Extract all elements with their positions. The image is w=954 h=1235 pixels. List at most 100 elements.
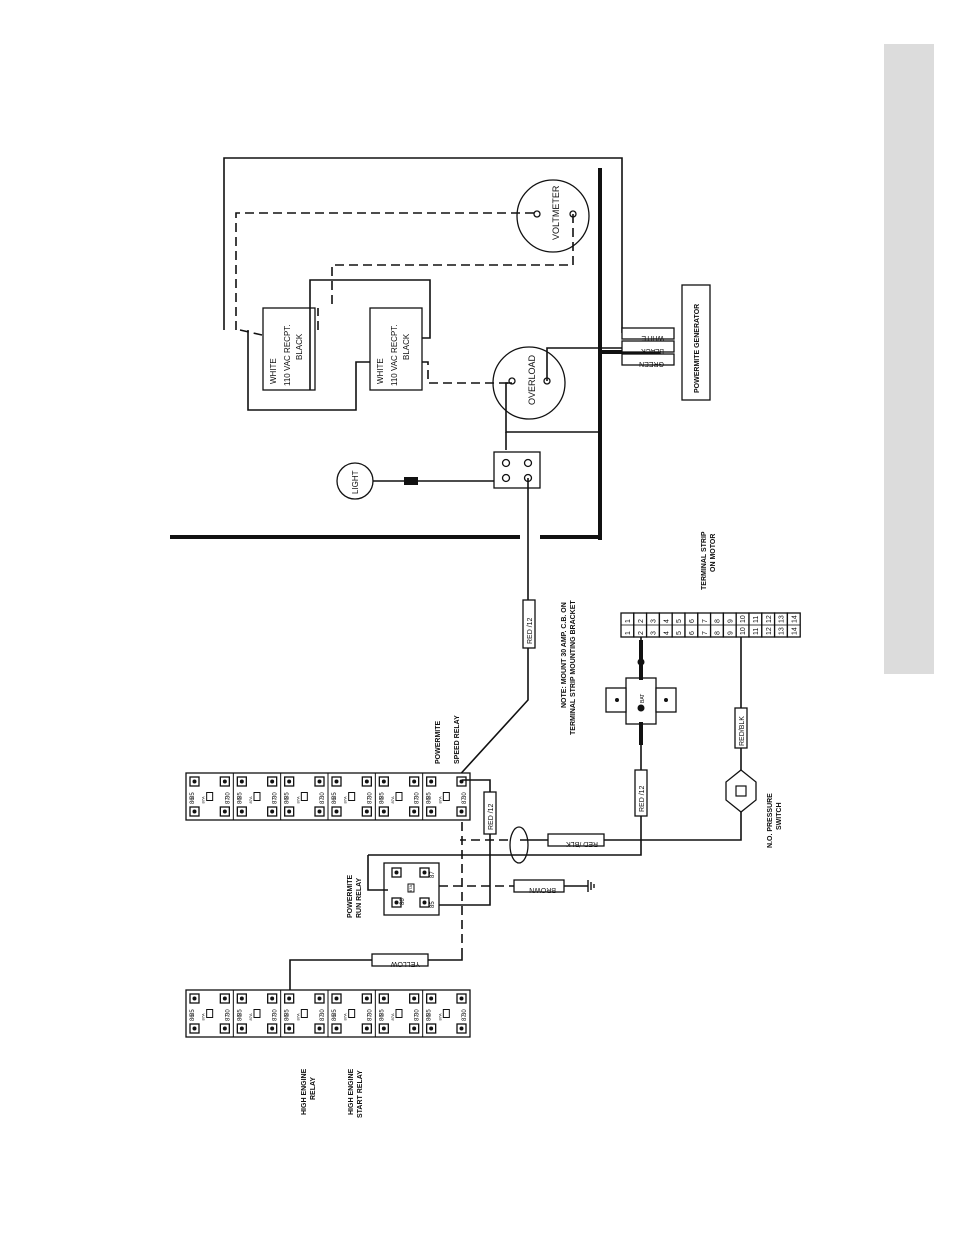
- run-relay-pin-dot: [422, 870, 427, 875]
- relay-pin-dot: [270, 779, 275, 784]
- voltmeter: [516, 179, 590, 253]
- terminal-number-bottom: 3: [651, 631, 658, 635]
- generator-wire-tag-green: [621, 353, 675, 366]
- relay-pin-label-87: 87: [273, 1014, 279, 1021]
- relay-pin-label-87: 87: [462, 797, 468, 804]
- note-line1: NOTE: MOUNT 30 AMP. C.B. ON: [561, 602, 568, 708]
- relay-pin-dot: [270, 996, 275, 1001]
- terminal-number-bottom: 2: [638, 631, 645, 635]
- overload-label: OVERLOAD: [527, 354, 537, 405]
- terminal-number-top: 4: [663, 619, 670, 623]
- relay-pin-label-30: 30: [225, 1009, 231, 1016]
- relay-pin-dot: [270, 1026, 275, 1031]
- dc-section: RED /12 NOTE: MOUNT 30 AMP. C.B. ON TERM…: [185, 478, 801, 1118]
- relay-pin-dot: [412, 779, 417, 784]
- junction-terminal-1: [501, 458, 511, 468]
- relay-pin-dot: [364, 809, 369, 814]
- relay-pin-dot: [222, 809, 227, 814]
- terminal-number-bottom: 7: [702, 631, 709, 635]
- wire-tag-red12-top: [522, 599, 536, 649]
- relay-pin-dot: [287, 996, 292, 1001]
- relay-pin-dot: [270, 809, 275, 814]
- relay-pin-dot: [317, 809, 322, 814]
- high-engine-relay-label-line1: HIGH ENGINE: [301, 1068, 308, 1115]
- relay-pin-dot: [364, 996, 369, 1001]
- terminal-number-top: 2: [638, 619, 645, 623]
- relay-pin-label-85: 85: [379, 1009, 385, 1016]
- relay-pin-label-86: 86: [427, 1014, 433, 1021]
- terminal-strip-label-line2: ON MOTOR: [710, 534, 717, 572]
- relay-pin-87a: [395, 1009, 403, 1018]
- speed-relay-label-line2: SPEED RELAY: [454, 715, 461, 764]
- wire-run-relay-feed: [367, 855, 388, 891]
- relay-pin-dot: [317, 996, 322, 1001]
- junction-terminal-2: [523, 458, 533, 468]
- relay-pin-label-86: 86: [285, 797, 291, 804]
- run-relay-label-line1: POWERMITE: [347, 875, 354, 918]
- terminal-number-top: 3: [651, 619, 658, 623]
- relay-pin-dot: [222, 1026, 227, 1031]
- run-relay-87a: [407, 883, 415, 893]
- relay-pin-dot: [381, 809, 386, 814]
- breaker-label: BAT: [640, 694, 646, 703]
- relay-pin-label-86: 86: [190, 797, 196, 804]
- relay-pin-dot: [317, 779, 322, 784]
- relay-pin-dot: [429, 809, 434, 814]
- wire-label-red12-relay: RED /12: [488, 803, 495, 830]
- relay-pin-87a: [442, 792, 450, 801]
- run-relay-pin-dot: [394, 900, 399, 905]
- wire-label-red-blk-switch: RED/BLK: [739, 716, 746, 746]
- relay-pin-dot: [239, 996, 244, 1001]
- junction-terminal-3: [501, 473, 511, 483]
- relay-pin-label-87a: 87A: [437, 1013, 442, 1020]
- relay-pin-dot: [412, 809, 417, 814]
- relay-pin-dot: [334, 779, 339, 784]
- terminal-number-top: 1: [625, 619, 632, 623]
- relay-pin-87a: [442, 1009, 450, 1018]
- run-relay-pin-dot: [394, 870, 399, 875]
- relay-pin-label-86: 86: [237, 797, 243, 804]
- wire-label-red12-top: RED /12: [527, 617, 534, 644]
- relay-pin-label-85: 85: [190, 792, 196, 799]
- relay-pin-87a: [395, 792, 403, 801]
- relay-pin-label-87: 87: [462, 1014, 468, 1021]
- relay-pin-label-86: 86: [190, 1014, 196, 1021]
- wire-receptacle-bottom: [247, 330, 370, 411]
- breaker-mount-right: [664, 698, 668, 702]
- relay-pin-dot: [239, 1026, 244, 1031]
- wire-tag-yellow: [371, 953, 429, 967]
- wire-tag-red12-breaker: [634, 769, 648, 817]
- terminal-number-bottom: 1: [625, 631, 632, 635]
- relay-pin-dot: [429, 1026, 434, 1031]
- wire-red12-relay: [428, 779, 491, 906]
- relay-pin-dot: [429, 996, 434, 1001]
- powermite-generator: [681, 284, 711, 401]
- relay-pin-dot: [429, 779, 434, 784]
- relay-pin-label-86: 86: [379, 1014, 385, 1021]
- speed-relay-label-line1: POWERMITE: [435, 721, 442, 764]
- light-fuse: [404, 477, 418, 485]
- run-relay-label-87: 87: [430, 871, 436, 878]
- relay-pin-dot: [381, 779, 386, 784]
- relay-pin-dot: [317, 1026, 322, 1031]
- relay-pin-label-87a: 87A: [390, 796, 395, 803]
- relay-pin-label-87: 87: [225, 1014, 231, 1021]
- relay-pin-dot: [459, 996, 464, 1001]
- circuit-breaker: [625, 677, 657, 725]
- generator-wire-tag-black: [621, 340, 675, 353]
- pressure-switch-label-line2: SWITCH: [776, 802, 783, 830]
- relay-pin-label-30: 30: [415, 1009, 421, 1016]
- relay-pin-dot: [459, 809, 464, 814]
- relay-pin-label-87: 87: [320, 797, 326, 804]
- terminal-strip-label-line1: TERMINAL STRIP: [701, 531, 708, 590]
- side-tab-marker: [884, 44, 934, 674]
- relay-pin-label-85: 85: [379, 792, 385, 799]
- relay-pin-dot: [222, 996, 227, 1001]
- relay-pin-87a: [253, 792, 261, 801]
- relay-pin-87a: [206, 792, 214, 801]
- high-engine-relay-label-line2: RELAY: [310, 1077, 317, 1100]
- receptacle-1-line1: WHITE: [269, 358, 278, 384]
- relay-pin-dot: [364, 1026, 369, 1031]
